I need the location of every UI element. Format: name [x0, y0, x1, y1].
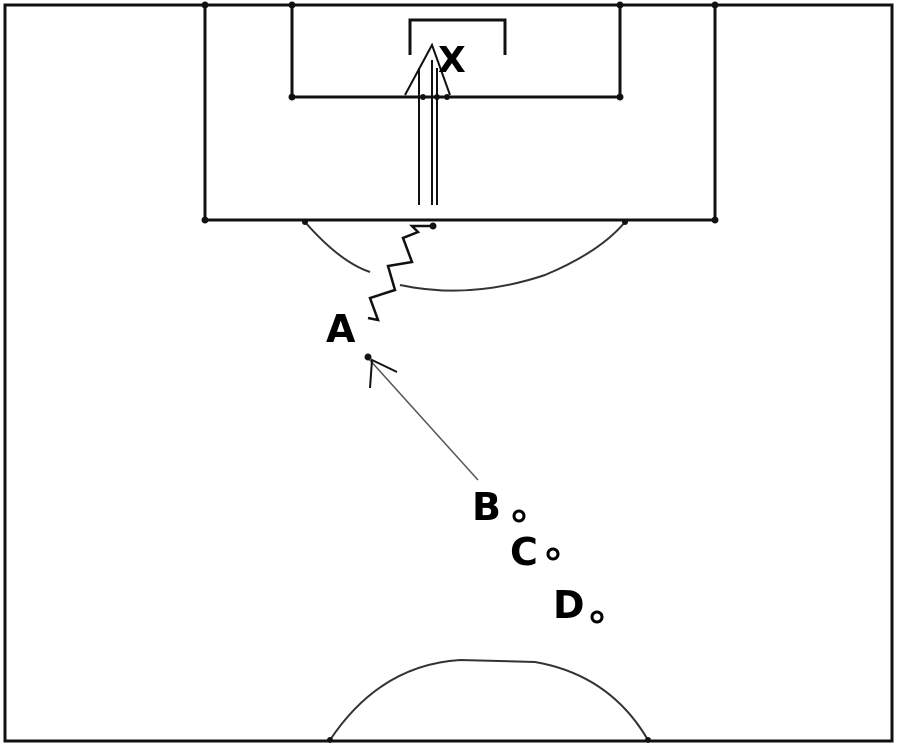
pitch-boundary	[3, 3, 894, 743]
junction-dot	[645, 737, 651, 743]
junction-dot	[711, 1, 719, 9]
pitch-markings	[3, 1, 894, 743]
pass-arrow-head	[369, 358, 398, 389]
shot-dot	[429, 222, 437, 230]
junction-dot	[288, 93, 296, 101]
pass-start-dot	[364, 353, 372, 361]
target-label: X	[438, 40, 466, 81]
movement-lines	[364, 42, 479, 481]
center-circle-arc	[329, 658, 649, 741]
penalty-arc-right	[399, 221, 626, 292]
goal-area	[290, 5, 622, 99]
penalty-area	[203, 5, 717, 222]
shot-dot	[434, 94, 440, 100]
player-marker-d	[590, 610, 604, 624]
shot-arrow-head	[404, 42, 451, 96]
goal-frame	[408, 18, 507, 55]
player-label-a: A	[326, 307, 356, 351]
penalty-arc	[304, 221, 371, 273]
shot-dot	[420, 94, 426, 100]
junction-dot	[711, 216, 719, 224]
junction-dot	[288, 1, 296, 9]
pass-arrow-line	[367, 357, 479, 481]
junction-dot	[302, 219, 308, 225]
junction-dot	[616, 93, 624, 101]
player-label-d: D	[553, 583, 585, 627]
player-label-c: C	[510, 530, 538, 574]
players: A B C D	[325, 306, 604, 628]
junction-dot	[201, 216, 209, 224]
junction-dot	[327, 737, 333, 743]
player-marker-b	[512, 509, 526, 523]
dribble-zigzag	[367, 224, 430, 322]
junction-dot	[616, 1, 624, 9]
player-marker-c	[546, 547, 560, 561]
junction-dot	[622, 219, 628, 225]
junction-dot	[201, 1, 209, 9]
shot-dot	[444, 94, 450, 100]
player-label-b: B	[472, 485, 501, 529]
